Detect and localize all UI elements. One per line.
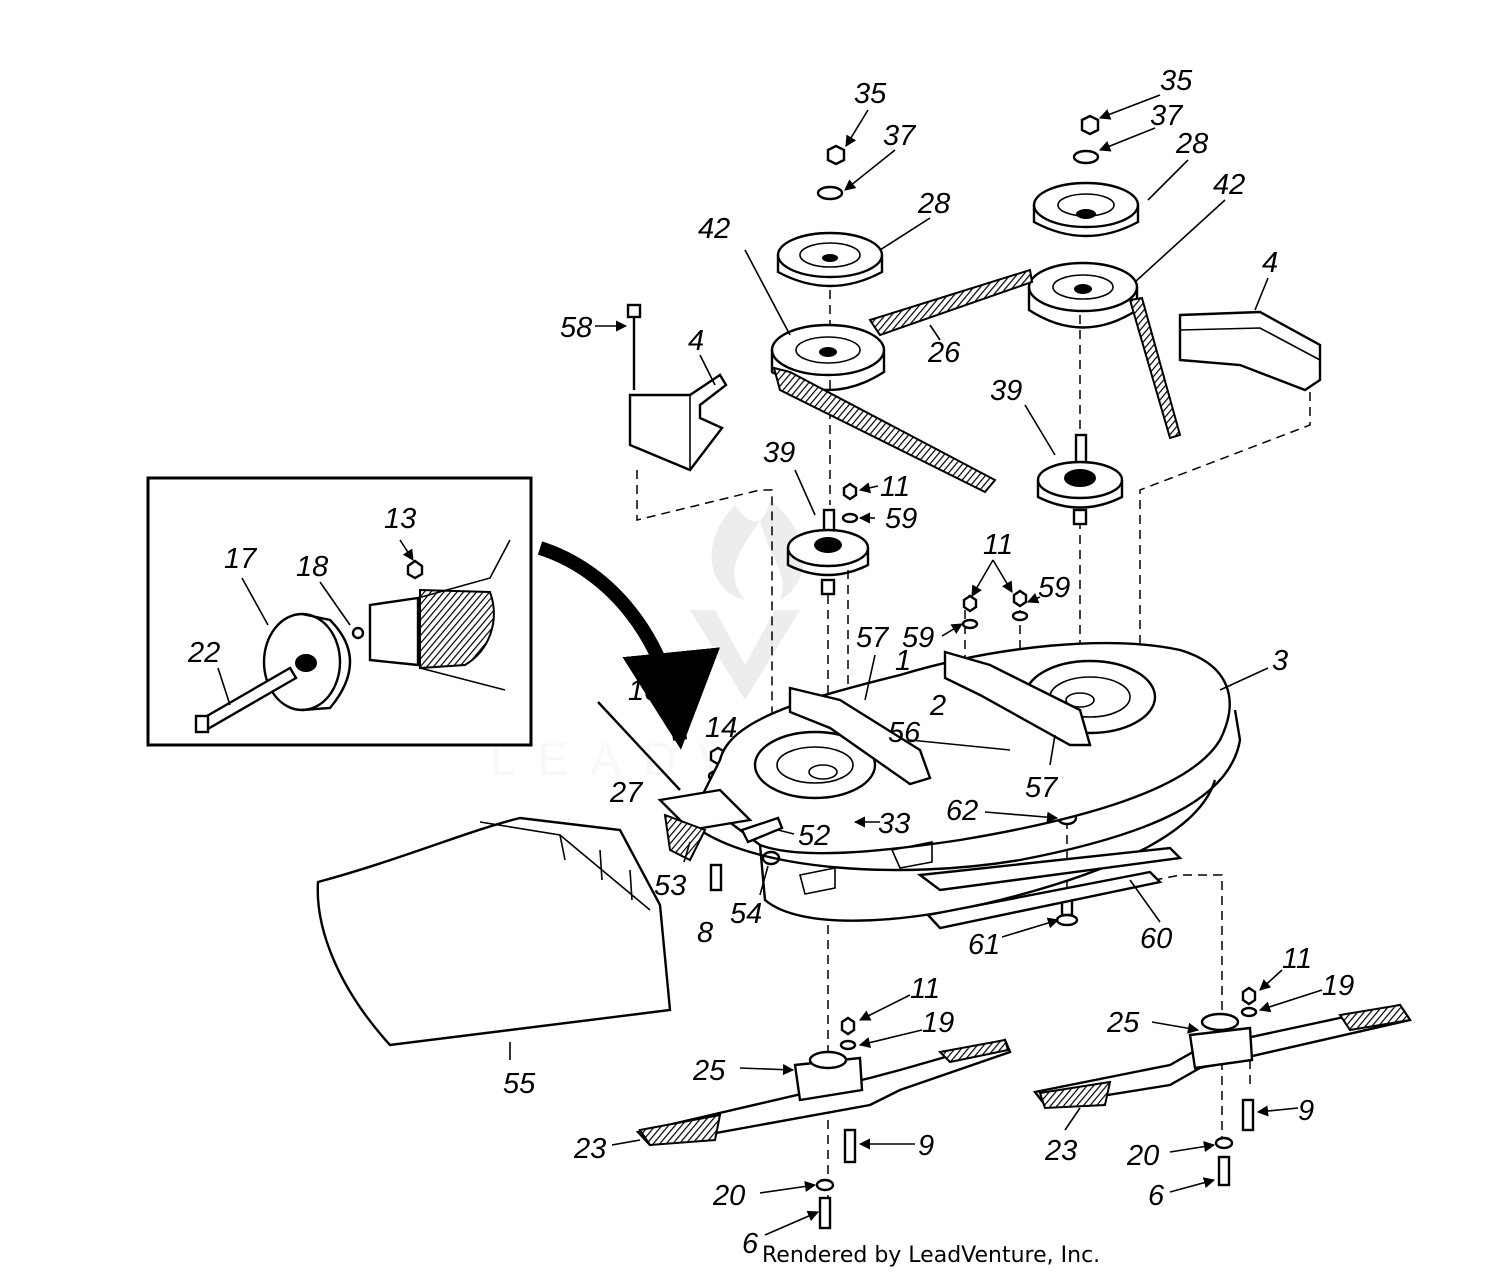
- callout-52: 52: [798, 820, 830, 852]
- callout-23: 23: [1044, 1135, 1077, 1167]
- callout-58: 58: [560, 312, 592, 344]
- callout-10: 10: [628, 675, 660, 707]
- hinge-assembly: [597, 701, 784, 862]
- callout-59: 59: [885, 503, 917, 535]
- callout-39: 39: [990, 375, 1022, 407]
- callout-59: 59: [902, 622, 934, 654]
- blade-23-left: [635, 1016, 1012, 1230]
- callout-labels: 35 37 28 42 35 37 28 42 58 4 4 26 39 39 …: [187, 65, 1354, 1260]
- callout-8: 8: [697, 917, 713, 949]
- callout-37: 37: [1150, 100, 1184, 132]
- callout-11: 11: [1282, 943, 1312, 975]
- callout-6: 6: [1148, 1180, 1165, 1212]
- bolt-58: [626, 303, 642, 390]
- left-pulley-stack: [770, 144, 886, 392]
- callout-11: 11: [983, 529, 1013, 561]
- callout-13: 13: [384, 503, 416, 535]
- callout-9: 9: [1298, 1095, 1314, 1127]
- bracket-4-right: [1178, 310, 1322, 392]
- spindle-39-right: [1036, 433, 1124, 526]
- callout-28: 28: [917, 188, 950, 220]
- callout-20: 20: [712, 1180, 745, 1212]
- callout-53: 53: [654, 870, 686, 902]
- callout-60: 60: [1140, 923, 1172, 955]
- callout-61: 61: [968, 929, 1000, 961]
- callout-56: 56: [888, 717, 921, 749]
- callout-2: 2: [929, 690, 946, 722]
- callout-42: 42: [698, 213, 730, 245]
- callout-6: 6: [742, 1228, 759, 1260]
- callout-27: 27: [609, 777, 644, 809]
- discharge-chute-55: [316, 816, 672, 1047]
- callout-9: 9: [918, 1130, 934, 1162]
- callout-19: 19: [1322, 970, 1354, 1002]
- belt-26: [772, 268, 1182, 494]
- callout-33: 33: [878, 808, 910, 840]
- pulley-28-right: [1032, 181, 1140, 229]
- callout-22: 22: [187, 637, 220, 669]
- callout-17: 17: [224, 543, 258, 575]
- callout-54: 54: [730, 898, 762, 930]
- callout-42: 42: [1213, 169, 1245, 201]
- callout-25: 25: [1106, 1007, 1140, 1039]
- callout-3: 3: [1272, 645, 1288, 677]
- washer-37-left: [816, 185, 844, 201]
- baffle-60: [916, 846, 1183, 930]
- nut-35-right: [1080, 114, 1100, 136]
- callout-35: 35: [854, 78, 887, 110]
- footer-credit: Rendered by LeadVenture, Inc.: [762, 1243, 1100, 1268]
- callout-23: 23: [573, 1133, 606, 1165]
- blade-23-right: [1032, 986, 1412, 1187]
- washer-37-right: [1072, 149, 1100, 165]
- callout-39: 39: [763, 437, 795, 469]
- callout-18: 18: [296, 551, 328, 583]
- bracket-4-left: [628, 373, 728, 472]
- callout-26: 26: [927, 337, 961, 369]
- callout-62: 62: [946, 795, 978, 827]
- mower-deck-3: [698, 641, 1242, 922]
- callout-20: 20: [1126, 1140, 1159, 1172]
- callout-57: 57: [856, 622, 890, 654]
- callout-14: 14: [705, 712, 737, 744]
- callout-25: 25: [692, 1055, 726, 1087]
- callout-1: 1: [895, 645, 911, 677]
- callout-19: 19: [922, 1007, 954, 1039]
- callout-55: 55: [503, 1068, 536, 1100]
- callout-57: 57: [1025, 772, 1059, 804]
- nut-35-left: [826, 144, 846, 166]
- callout-11: 11: [910, 973, 940, 1005]
- callout-11: 11: [880, 471, 910, 503]
- callout-4: 4: [688, 325, 704, 357]
- inset-wheel-box: [146, 476, 533, 747]
- callout-4: 4: [1262, 247, 1278, 279]
- right-pulley-stack: [1027, 114, 1140, 329]
- callout-59: 59: [1038, 572, 1070, 604]
- curved-arrow: [537, 541, 720, 750]
- spindle-39-left: [786, 508, 870, 596]
- leader-lines: [217, 94, 1323, 1236]
- callout-35: 35: [1160, 65, 1193, 97]
- callout-28: 28: [1175, 128, 1208, 160]
- callout-37: 37: [883, 120, 917, 152]
